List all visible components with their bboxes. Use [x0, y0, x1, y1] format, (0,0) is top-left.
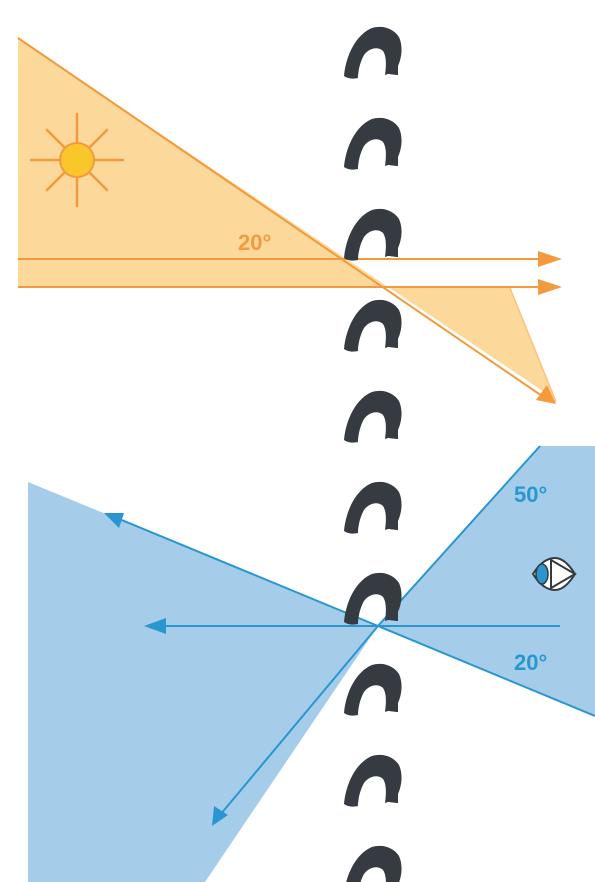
sun-ray-diagonal [17, 37, 546, 399]
louver-slat-icon [344, 117, 402, 170]
sunlight-region [18, 38, 556, 400]
sun-ray-horizontal-lower-arrowhead [538, 279, 562, 295]
louver-slat-icon [344, 754, 402, 807]
sun-angle-label: 20° [238, 230, 271, 255]
view-line-upper-left-arrowhead [104, 513, 124, 528]
louver-slat-icon [344, 208, 402, 261]
view-line-upper-right [377, 445, 541, 627]
view-section: 50° 20° [28, 445, 595, 882]
louver-slat-icon [344, 299, 402, 352]
louver-slat-icon [344, 845, 402, 882]
view-upper-angle-label: 50° [514, 482, 547, 507]
view-region-left [28, 482, 378, 882]
louver-slat-icon [344, 390, 402, 443]
sun-ray-horizontal-upper-arrowhead [538, 251, 562, 267]
louver-slat-icon [344, 663, 402, 716]
louver-slats [344, 26, 402, 882]
eye-icon [531, 556, 577, 592]
sun-ray-diagonal-arrowhead [536, 385, 556, 404]
view-line-lower-left-arrowhead [212, 806, 228, 826]
view-line-upper-left [111, 515, 379, 627]
view-line-horizontal-arrowhead [144, 618, 166, 634]
louver-slat-icon [344, 26, 402, 79]
view-line-lower-right [377, 625, 595, 717]
sunlight-section: 20° [17, 37, 562, 404]
view-lower-angle-label: 20° [514, 650, 547, 675]
louver-slat-icon [344, 572, 402, 625]
sun-icon [29, 112, 125, 208]
louver-slat-icon [344, 481, 402, 534]
sun-ray-edge-lower [509, 287, 557, 403]
view-line-lower-left [219, 625, 379, 816]
